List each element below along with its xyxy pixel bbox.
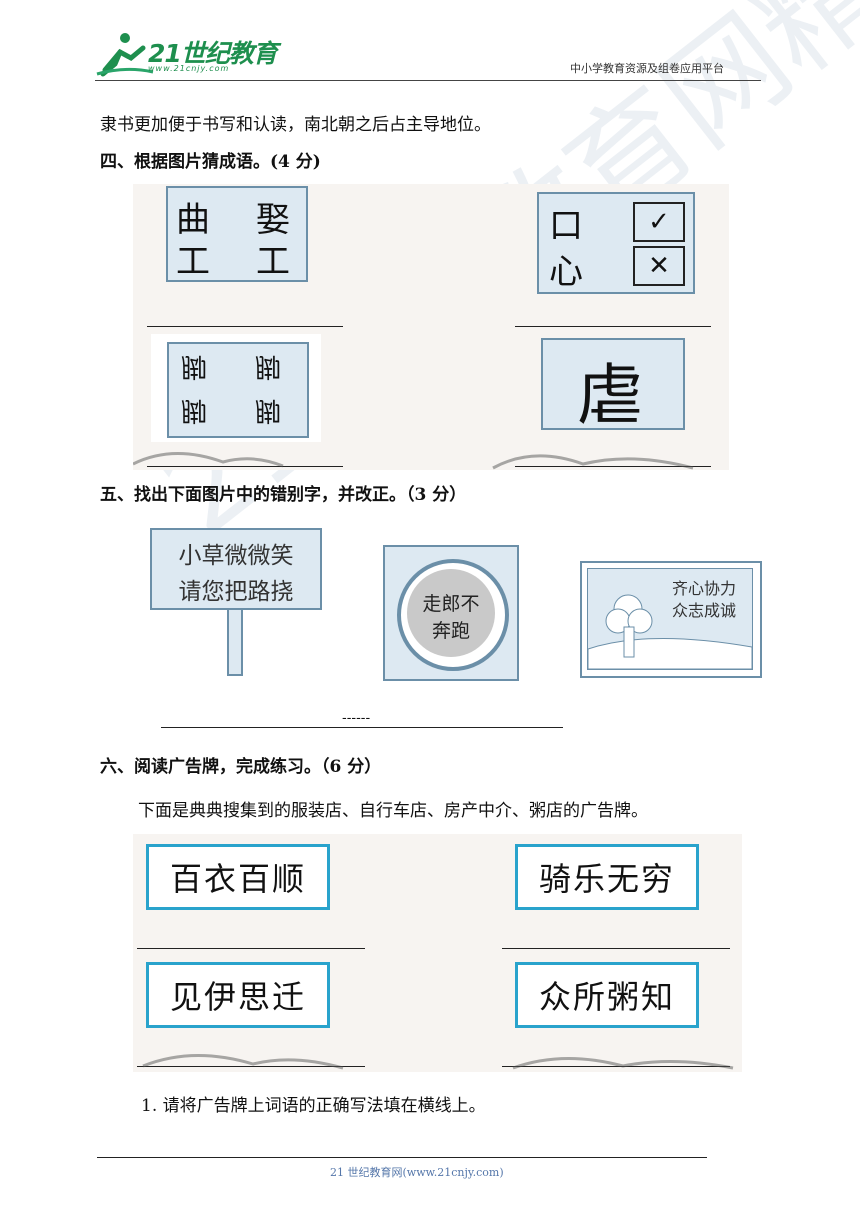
sign1-char-tr: 娶 xyxy=(256,200,290,240)
idiom-picture-panel: 曲 娶 工 工 口 心 ✓ ✕ 脚 脚 脚 脚 虐 xyxy=(133,184,729,470)
logo-url: www.21cnjy.com xyxy=(148,64,230,73)
section5-heading: 五、找出下面图片中的错别字，并改正。（3 分） xyxy=(100,485,467,505)
intro-line: 隶书更加便于书写和认读，南北朝之后占主导地位。 xyxy=(100,115,491,135)
ad-sign-3: 见伊思迁 xyxy=(146,962,330,1028)
road-sign-post xyxy=(227,608,243,676)
sign1-char-br: 工 xyxy=(256,242,290,282)
tree-sign-line2: 众志成诚 xyxy=(672,601,737,620)
check-box-icon: ✓ xyxy=(633,202,685,242)
header-divider xyxy=(95,80,761,81)
footer-divider xyxy=(97,1157,707,1158)
sign3-char-1: 脚 xyxy=(181,351,208,381)
section6-heading: 六、阅读广告牌，完成练习。（6 分） xyxy=(100,757,382,777)
section4-heading: 四、根据图片猜成语。(4 分) xyxy=(100,152,321,172)
answer-blank-4[interactable] xyxy=(515,466,711,467)
tree-sign-inner: 齐心协力 众志成诚 xyxy=(587,568,753,670)
idiom-sign-2: 口 心 ✓ ✕ xyxy=(537,192,695,294)
ad-answer-blank-4[interactable] xyxy=(502,1066,730,1067)
answer-blank-1[interactable] xyxy=(147,326,343,327)
logo-text: 21世纪教育 xyxy=(148,39,278,68)
header-tagline: 中小学教育资源及组卷应用平台 xyxy=(570,62,724,75)
ad-answer-blank-3[interactable] xyxy=(137,1066,365,1067)
idiom-sign-3-bg: 脚 脚 脚 脚 xyxy=(151,334,321,442)
corridor-sign-disc: 走郎不 奔跑 xyxy=(407,569,495,657)
tree-sign: 齐心协力 众志成诚 xyxy=(580,561,762,678)
corridor-sign-line1: 走郎不 xyxy=(422,593,480,615)
road-sign: 小草微微笑 请您把路挠 xyxy=(150,528,322,610)
road-sign-line2: 请您把路挠 xyxy=(178,579,294,605)
ad-sign-4: 众所粥知 xyxy=(515,962,699,1028)
ad-panel: 百衣百顺 骑乐无穷 见伊思迁 众所粥知 xyxy=(133,834,742,1072)
question-1: 1. 请将广告牌上词语的正确写法填在横线上。 xyxy=(141,1096,486,1116)
dash-marker: ------ xyxy=(342,711,371,726)
sign2-char-bottom: 心 xyxy=(549,252,583,292)
ink-brush-decoration-2 xyxy=(142,1053,734,1070)
sign4-char: 虐 xyxy=(577,357,643,434)
idiom-sign-3: 脚 脚 脚 脚 xyxy=(167,342,309,438)
idiom-sign-4: 虐 xyxy=(541,338,685,434)
idiom-sign-1: 曲 娶 工 工 xyxy=(166,186,308,282)
section6-intro: 下面是典典搜集到的服装店、自行车店、房产中介、粥店的广告牌。 xyxy=(138,801,648,821)
road-sign-line1: 小草微微笑 xyxy=(178,543,294,569)
ad-sign-1: 百衣百顺 xyxy=(146,844,330,910)
footer-text: 21 世纪教育网(www.21cnjy.com) xyxy=(330,1166,504,1179)
ad-answer-blank-1[interactable] xyxy=(137,948,365,949)
answer-blank-2[interactable] xyxy=(515,326,711,327)
tree-illustration xyxy=(588,594,752,669)
logo xyxy=(95,30,265,78)
sign2-char-top: 口 xyxy=(549,206,583,246)
correction-answer-line[interactable] xyxy=(161,727,563,728)
runner-icon xyxy=(96,33,154,77)
corridor-sign: 走郎不 奔跑 xyxy=(383,545,519,681)
answer-blank-3[interactable] xyxy=(147,466,343,467)
ad-sign-2: 骑乐无穷 xyxy=(515,844,699,910)
cross-box-icon: ✕ xyxy=(633,246,685,286)
sign1-char-tl: 曲 xyxy=(176,200,210,240)
sign3-char-2: 脚 xyxy=(255,351,282,381)
corridor-sign-line2: 奔跑 xyxy=(431,620,470,642)
ink-brush-decoration xyxy=(133,452,694,470)
tree-sign-line1: 齐心协力 xyxy=(672,579,737,598)
sign1-char-bl: 工 xyxy=(176,242,210,282)
ad-answer-blank-2[interactable] xyxy=(502,948,730,949)
